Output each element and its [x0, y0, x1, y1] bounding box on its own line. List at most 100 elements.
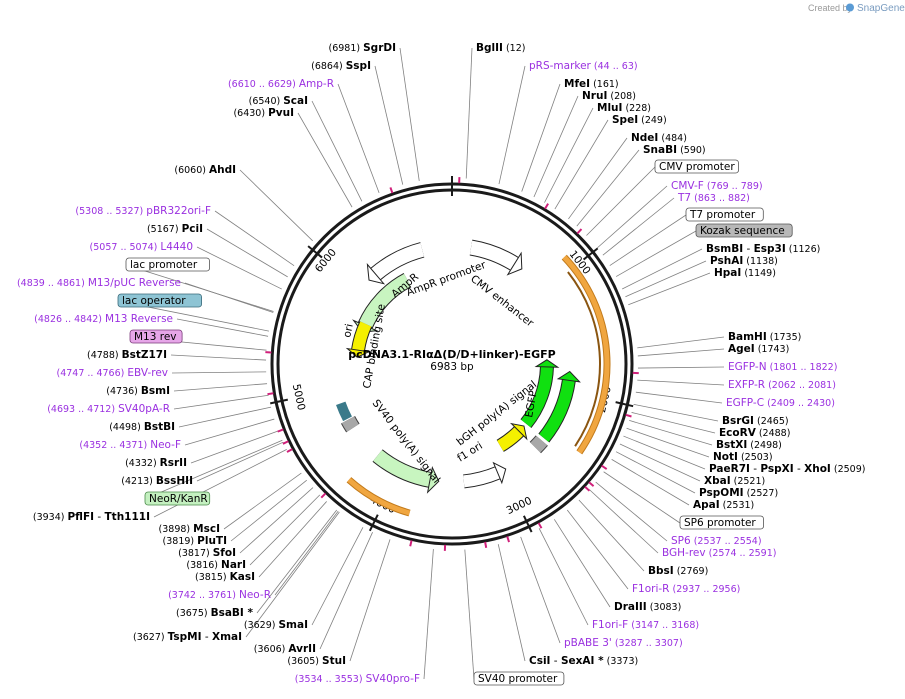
feature-box-label: NeoR/KanR: [149, 493, 208, 505]
site-marker: [389, 187, 394, 194]
site-position: (4352 .. 4371): [79, 440, 150, 451]
site-name: M13 Reverse: [105, 313, 173, 325]
label-cmv-enhancer: CMV enhancer: [468, 273, 536, 330]
leader-line: [196, 441, 284, 482]
site-name: M13/pUC Reverse: [88, 277, 181, 289]
site-label: (4332) RsrII: [125, 457, 187, 469]
site-name: SnaBI: [643, 144, 677, 156]
site-label-text: (4839 .. 4861) M13/pUC Reverse: [17, 277, 181, 289]
site-label: PaeR7I - PspXI - XhoI (2509): [709, 463, 865, 475]
site-label-text: (3819) PluTI: [163, 535, 227, 547]
feature-box: [125, 257, 210, 272]
leader-line: [568, 137, 628, 220]
site-marker: [267, 392, 274, 396]
leader-line: [586, 166, 656, 236]
leader-line: [144, 439, 283, 500]
site-label-text: (4332) RsrII: [125, 457, 187, 469]
leader-line: [374, 65, 404, 185]
site-position: (3534 .. 3553): [295, 674, 366, 685]
site-label: (3934) PflFI - Tth111I: [33, 511, 150, 523]
site-position: (3898): [159, 524, 194, 535]
site-position: (769 .. 789): [704, 181, 763, 192]
ori-feature: [352, 321, 372, 352]
feature-box: [654, 159, 739, 174]
site-name: F1ori-F: [592, 619, 628, 631]
leader-line: [619, 443, 701, 482]
site-label-text: BsrGI (2465): [722, 415, 789, 427]
site-marker: [588, 481, 595, 487]
site-position: (4747 .. 4766): [56, 368, 127, 379]
site-position: (2937 .. 2956): [669, 584, 740, 595]
site-position: (3817): [178, 548, 213, 559]
leader-line: [465, 47, 473, 179]
site-position: (863 .. 882): [691, 193, 750, 204]
site-name: TspMI: [168, 631, 202, 643]
site-position: (2769): [674, 566, 709, 577]
site-label-text: PshAI (1138): [710, 255, 778, 267]
site-position: (2509): [831, 464, 866, 475]
leader-line: [637, 366, 725, 369]
site-position: (3606): [254, 644, 289, 655]
site-position: (44 .. 63): [591, 61, 638, 72]
leader-line: [239, 487, 314, 554]
grey-feature: [530, 435, 548, 453]
leader-line: [223, 472, 302, 530]
site-name: AvrII: [288, 643, 316, 655]
site-label-text: (3816) NarI: [186, 559, 246, 571]
site-name: Neo-R: [239, 589, 271, 601]
leader-line: [576, 149, 640, 227]
site-label-text: (6610 .. 6629) Amp-R: [228, 78, 334, 90]
leader-line: [520, 536, 561, 644]
site-label-text: (4826 .. 4842) M13 Reverse: [34, 313, 173, 325]
site-name: ScaI: [283, 95, 308, 107]
site-marker: [576, 228, 583, 235]
leader-line: [176, 318, 269, 337]
site-label: (6430) PvuI: [233, 107, 294, 119]
site-name: KasI: [230, 571, 255, 583]
site-position: (4498): [109, 422, 144, 433]
site-name: BGH-rev: [662, 547, 706, 559]
leader-line: [184, 282, 274, 313]
site-name: MluI: [597, 102, 622, 114]
site-position: (5057 .. 5074): [90, 242, 161, 253]
site-position: (1743): [755, 344, 790, 355]
credit-prefix: Created by: [808, 3, 853, 13]
tick-mark: [582, 247, 599, 261]
site-label-text: BamHI (1735): [728, 331, 801, 343]
site-position: (2465): [754, 416, 789, 427]
leader-line: [602, 197, 675, 256]
site-label: CMV promoter: [654, 159, 739, 174]
site-label-text: (6981) SgrDI: [329, 42, 397, 54]
leader-line: [603, 471, 681, 524]
tick-label: 3000: [505, 495, 534, 517]
site-name: NruI: [582, 90, 607, 102]
site-name-alt: PspXI: [760, 463, 793, 475]
site-position: (4788): [87, 350, 122, 361]
site-position: (3816): [186, 560, 221, 571]
site-label: (4788) BstZ17I: [87, 349, 167, 361]
site-name-alt: Esp3I: [754, 243, 786, 255]
site-name: SV40pro-F: [366, 673, 420, 685]
label-ori: ori: [341, 323, 356, 339]
ori-feature-arrowhead: [345, 347, 371, 358]
leader-line: [337, 83, 380, 194]
orange-feature-1-arrow: [567, 271, 601, 447]
site-position: (2503): [738, 452, 773, 463]
site-label: CsiI - SexAI * (3373): [529, 655, 638, 667]
ampr-promoter-feature-arrowhead: [366, 262, 386, 285]
site-label: (4498) BstBI: [109, 421, 175, 433]
snapgene-credit: Created by SnapGene: [808, 3, 905, 14]
site-label-text: (3606) AvrII: [254, 643, 316, 655]
feature-box-label: SV40 promoter: [478, 673, 558, 685]
site-name: BssHII: [156, 475, 193, 487]
orange-feature-1: [562, 255, 610, 454]
site-label: BbsI (2769): [648, 565, 708, 577]
site-label-text: (3675) BsaBI *: [176, 607, 254, 619]
leader-line: [589, 489, 659, 554]
leader-line: [239, 169, 313, 242]
site-label: T7 (863 .. 882): [677, 192, 750, 204]
site-label: NotI (2503): [713, 451, 773, 463]
site-label: lac promoter: [125, 257, 210, 272]
feature-box-label: lac operator: [122, 295, 186, 307]
